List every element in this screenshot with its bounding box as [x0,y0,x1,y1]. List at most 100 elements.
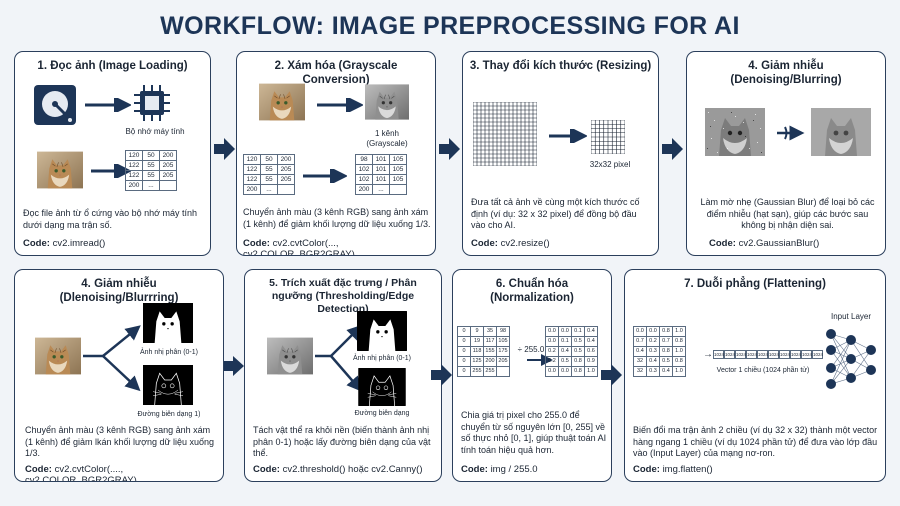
vector-cell: 1024 [790,350,802,359]
matrix-cell: 0.4 [584,326,598,337]
vector-cell: 1024 [779,350,791,359]
matrix-cell: 1.0 [672,346,686,357]
edge-label: Đường biên dạng [354,410,410,417]
matrix-cell: 101 [372,154,390,165]
matrix-cell [389,184,407,195]
panel-grayscale: 2. Xám hóa (Grayscale Conversion) 1 kênh… [236,51,436,256]
matrix-cell: 0 [457,346,471,357]
matrix-cell: 101 [372,164,390,175]
branch-arrows [83,325,141,392]
matrix-cell: 122 [125,160,143,171]
neural-network-icon [826,329,876,389]
grayscale-label: 1 kênh (Grayscale) [366,129,408,148]
matrix-cell: 255 [483,366,497,377]
matrix-cell: ... [260,184,278,195]
matrix-cell: 105 [389,164,407,175]
matrix-cell: 0.4 [584,336,598,347]
large-pixel-grid [473,102,537,166]
panel-denoising-2: 4. Giảm nhiễu (Dlenoising/Blurrring) Ảnh… [14,269,224,482]
matrix-cell: 105 [389,154,407,165]
cat-photo-gray [365,82,409,122]
matrix-cell [277,184,295,195]
matrix-cell: 0.0 [545,336,559,347]
code-line: Code: cv2.cvtColor(...., cv2.COLOR_BGR2G… [25,464,137,482]
matrix-cell: 0.3 [646,366,660,377]
panel-description: Làm mờ nhẹ (Gaussian Blur) để loại bỏ cá… [700,197,875,230]
flow-arrow [214,138,235,160]
cat-edges [357,368,407,406]
matrix-cell: 0.0 [545,366,559,377]
matrix-cell: 200 [159,150,177,161]
matrix-cell: 102 [355,174,373,185]
matrix-cell: 200 [483,356,497,367]
matrix-cell [496,366,510,377]
matrix-cell: 0.4 [558,346,572,357]
matrix-cell: 55 [260,164,278,175]
matrix-cell: 0 [457,366,471,377]
code-line: Code: img / 255.0 [461,464,538,475]
matrix-cell: 0.3 [646,346,660,357]
matrix-cell: 0.5 [571,346,585,357]
matrix-cell: ... [142,180,160,191]
matrix-cell: 102 [355,164,373,175]
matrix-cell: 120 [243,154,261,165]
matrix-row: 200... [125,180,177,191]
binary-label: Ảnh nhị phân (0-1) [140,349,198,356]
panel-description: Biến đổi ma trận ảnh 2 chiều (ví dụ 32 x… [633,425,878,458]
matrix-cell: 0 [457,336,471,347]
panel-description: Đọc file ảnh từ ổ cứng vào bộ nhớ máy tí… [23,208,198,230]
binary-label: Ảnh nhị phân (0-1) [353,355,411,362]
matrix-cell: 118 [470,346,484,357]
matrix-cell: 122 [243,164,261,175]
panel-description: Đưa tất cả ảnh về cùng một kích thước cố… [471,197,640,230]
panel-title: 5. Trích xuất đặc trưng / Phân ngưỡng (T… [269,277,417,315]
cat-photo-gray [267,334,313,378]
matrix-cell: 1.0 [672,366,686,377]
matrix-cell: 1.0 [672,326,686,337]
matrix-cell: 35 [483,326,497,337]
code-line: Code: cv2.threshold() hoặc cv2.Canny() [253,464,423,475]
matrix-cell: 0 [457,356,471,367]
matrix-cell: 50 [260,154,278,165]
code-line: Code: cv2.GaussianBlur() [709,238,820,249]
matrix-cell [159,180,177,191]
matrix-cell: 200 [125,180,143,191]
matrix-cell: 98 [496,326,510,337]
panel-denoising: 4. Giảm nhiễu (Denoising/Blurring) Làm m… [686,51,886,256]
matrix-row: 200... [355,184,407,195]
matrix-cell: 0.8 [672,336,686,347]
matrix-cell: 0.2 [646,336,660,347]
vector-cell: 1024 [812,350,824,359]
panel-description: Tách vật thể ra khỏi nền (biến thành ảnh… [253,425,431,458]
hard-drive-icon [34,85,76,125]
cat-edges [143,362,193,408]
matrix-cell: 0.4 [659,366,673,377]
matrix-cell: 55 [260,174,278,185]
panel-thresholding: 5. Trích xuất đặc trưng / Phân ngưỡng (T… [244,269,442,482]
cat-binary [357,310,407,352]
matrix-cell: 0.0 [633,326,647,337]
panel-title: 6. Chuẩn hóa (Normalization) [490,278,574,304]
flow-arrow [224,356,244,376]
matrix-cell: 0.7 [633,336,647,347]
matrix-cell: 0.0 [558,326,572,337]
panel-image-loading: 1. Đọc ảnh (Image Loading) Bộ nhớ máy tí… [14,51,211,256]
matrix-cell: 32 [633,366,647,377]
